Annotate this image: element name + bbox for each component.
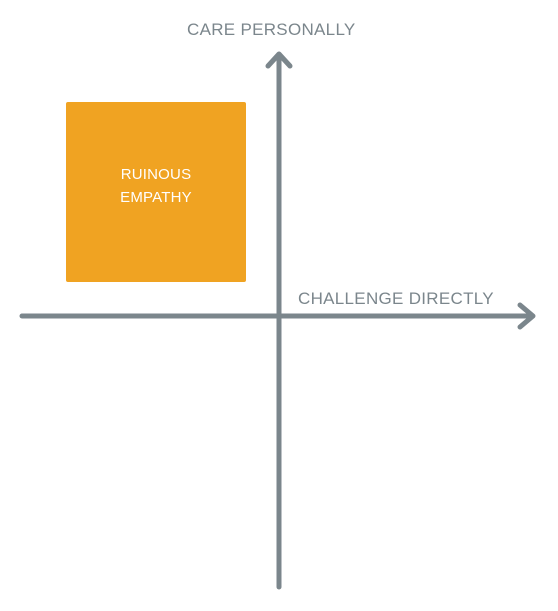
y-axis-arrowhead — [265, 51, 293, 69]
x-axis-arrowhead — [517, 302, 536, 330]
quadrant-label: RUINOUS EMPATHY — [120, 166, 192, 206]
x-axis-label: CHALLENGE DIRECTLY — [298, 289, 494, 308]
y-axis-label: CARE PERSONALLY — [187, 20, 356, 39]
quadrant-ruinous-empathy: RUINOUS EMPATHY — [66, 102, 246, 282]
